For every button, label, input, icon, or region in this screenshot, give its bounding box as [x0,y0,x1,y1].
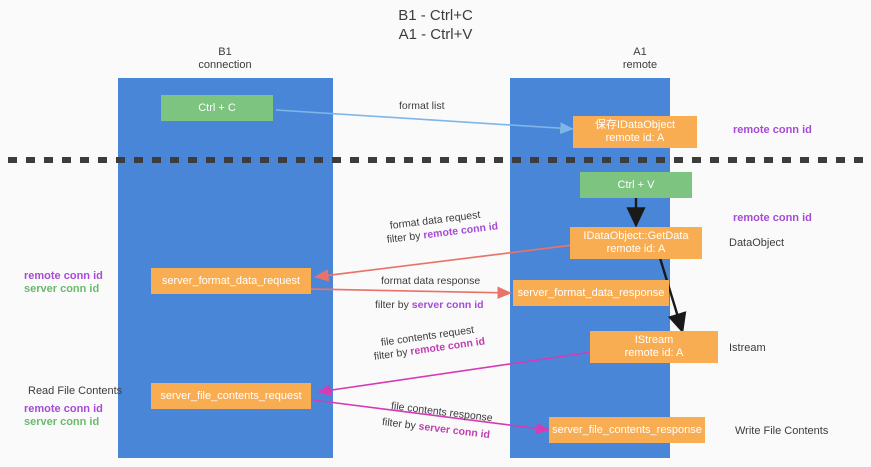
box-server-format-data-response[interactable]: server_format_data_response [513,280,669,306]
edge-label-format-data-response-filter: filter by server conn id [375,298,484,313]
edge-label-format-list: format list [399,100,445,112]
box-server-file-contents-request[interactable]: server_file_contents_request [151,383,311,409]
box-server-file-contents-response[interactable]: server_file_contents_response [549,417,705,443]
column-heading-b1: B1 connection [198,46,252,71]
annotation-left-server-conn-id-bottom: server conn id [24,416,100,428]
annotation-left-server-conn-id-mid: server conn id [24,283,100,295]
annotation-remote-conn-id-mid: remote conn id [733,212,812,224]
filter-prefix: filter by [386,229,425,246]
edge-label-format-data-response: format data response [381,275,481,287]
filter-prefix: filter by [375,299,412,311]
box-ctrl-c[interactable]: Ctrl + C [161,95,273,121]
arrow-format-data-response [309,286,512,300]
box-save-idataobject[interactable]: 保存IDataObject remote id: A [573,116,697,148]
annotation-left-remote-conn-id-bottom: remote conn id [24,403,103,415]
filter-prefix: filter by [373,345,412,363]
annotation-dataobject: DataObject [729,237,785,249]
column-heading-a1: A1 remote [622,46,658,71]
annotation-remote-conn-id-top: remote conn id [733,124,812,136]
annotation-istream: Istream [729,342,766,354]
annotation-left-remote-conn-id-mid: remote conn id [24,270,103,282]
box-ctrl-v[interactable]: Ctrl + V [580,172,692,198]
filter-prefix: filter by [381,415,420,433]
box-server-format-data-request[interactable]: server_format_data_request [151,268,311,294]
box-istream[interactable]: IStream remote id: A [590,331,718,363]
annotation-write-file-contents: Write File Contents [735,425,829,437]
annotation-read-file-contents: Read File Contents [28,385,123,397]
page-title: B1 - Ctrl+C A1 - Ctrl+V [398,7,473,43]
box-idataobject-getdata[interactable]: IDataObject::GetData remote id: A [570,227,702,259]
filter-value-server-conn-id: server conn id [411,299,484,311]
